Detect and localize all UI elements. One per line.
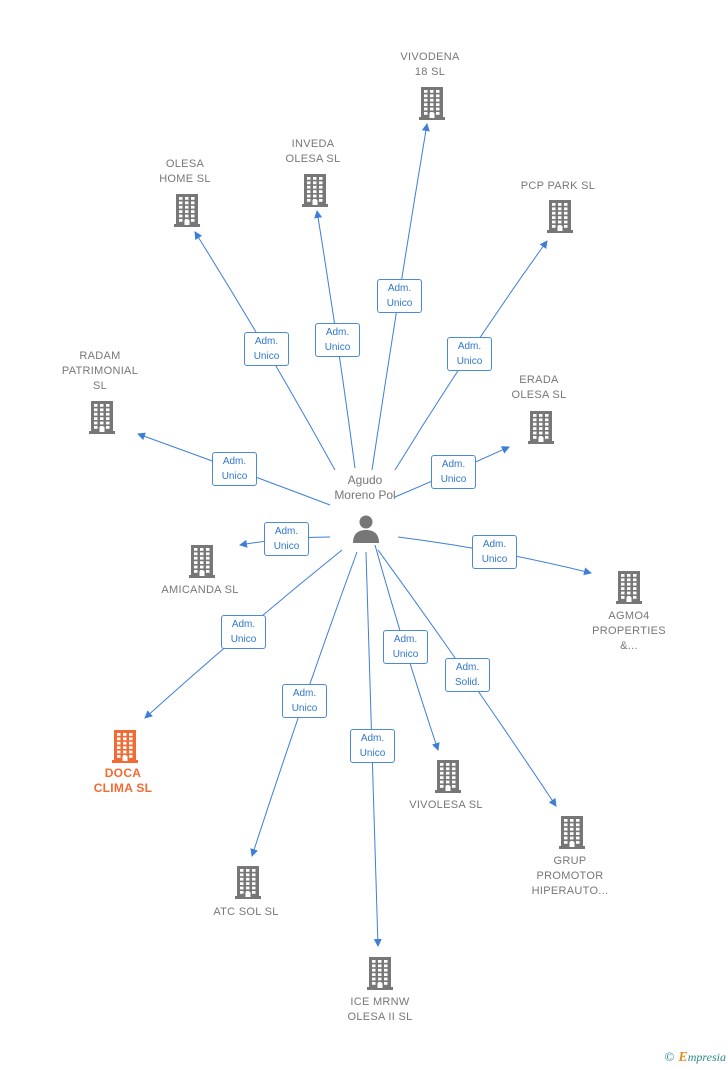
edge-label-agmo4[interactable]: Adm. Unico [472,535,517,569]
company-node-agmo4[interactable] [613,569,645,610]
company-node-olesa-home[interactable] [171,192,203,233]
brand-footer: ©Empresia [665,1049,726,1066]
company-node-vivolesa[interactable] [432,758,464,799]
edge-label-atc-sol[interactable]: Adm. Unico [282,684,327,718]
building-icon [89,401,115,434]
company-node-erada[interactable] [525,409,557,450]
building-icon [616,571,642,604]
building-icon [189,545,215,578]
center-person[interactable] [350,512,382,544]
company-node-amicanda[interactable] [186,543,218,584]
building-icon [559,816,585,849]
edge-label-vivodena[interactable]: Adm. Unico [377,279,422,313]
building-icon [435,760,461,793]
edge-label-doca[interactable]: Adm. Unico [221,615,266,649]
company-label-vivodena[interactable]: VIVODENA 18 SL [400,51,460,78]
building-icon [528,411,554,444]
company-label-pcp-park[interactable]: PCP PARK SL [520,180,596,192]
company-label-vivolesa[interactable]: VIVOLESA SL [409,799,483,811]
company-node-radam[interactable] [86,399,118,440]
center-person-label: Agudo Moreno Pol [334,473,396,502]
building-icon [112,730,138,763]
copyright-symbol: © [664,1049,675,1064]
brand-initial: E [678,1050,688,1065]
edge-label-radam[interactable]: Adm. Unico [212,452,257,486]
building-icon [547,200,573,233]
company-node-vivodena[interactable] [416,85,448,126]
edge-label-grup[interactable]: Adm. Solid. [445,658,490,692]
brand-name: mpresia [687,1050,726,1064]
company-label-ice-mrnw[interactable]: ICE MRNW OLESA II SL [347,996,413,1023]
edge-label-ice-mrnw[interactable]: Adm. Unico [350,729,395,763]
building-icon [174,194,200,227]
company-label-agmo4[interactable]: AGMO4 PROPERTIES &... [592,610,666,652]
edge-label-vivolesa[interactable]: Adm. Unico [383,630,428,664]
building-icon [302,174,328,207]
edge-label-amicanda[interactable]: Adm. Unico [264,522,309,556]
company-label-erada[interactable]: ERADA OLESA SL [511,374,567,401]
building-icon [235,866,261,899]
edge-label-pcp-park[interactable]: Adm. Unico [447,337,492,371]
company-label-olesa-home[interactable]: OLESA HOME SL [159,158,211,185]
company-node-atc-sol[interactable] [232,864,264,905]
company-label-atc-sol[interactable]: ATC SOL SL [213,906,279,918]
company-node-doca[interactable] [109,728,141,769]
edge-label-erada[interactable]: Adm. Unico [431,455,476,489]
person-icon [353,515,379,543]
company-label-inveda[interactable]: INVEDA OLESA SL [285,138,341,165]
company-label-doca[interactable]: DOCA CLIMA SL [93,766,153,795]
building-icon [419,87,445,120]
company-label-grup[interactable]: GRUP PROMOTOR HIPERAUTO... [531,855,609,897]
company-label-radam[interactable]: RADAM PATRIMONIAL SL [61,350,139,392]
company-node-ice-mrnw[interactable] [364,955,396,996]
company-node-pcp-park[interactable] [544,198,576,239]
edge-label-inveda[interactable]: Adm. Unico [315,323,360,357]
company-node-grup[interactable] [556,814,588,855]
edge-label-olesa-home[interactable]: Adm. Unico [244,332,289,366]
building-icon [367,957,393,990]
company-label-amicanda[interactable]: AMICANDA SL [161,584,239,596]
company-node-inveda[interactable] [299,172,331,213]
